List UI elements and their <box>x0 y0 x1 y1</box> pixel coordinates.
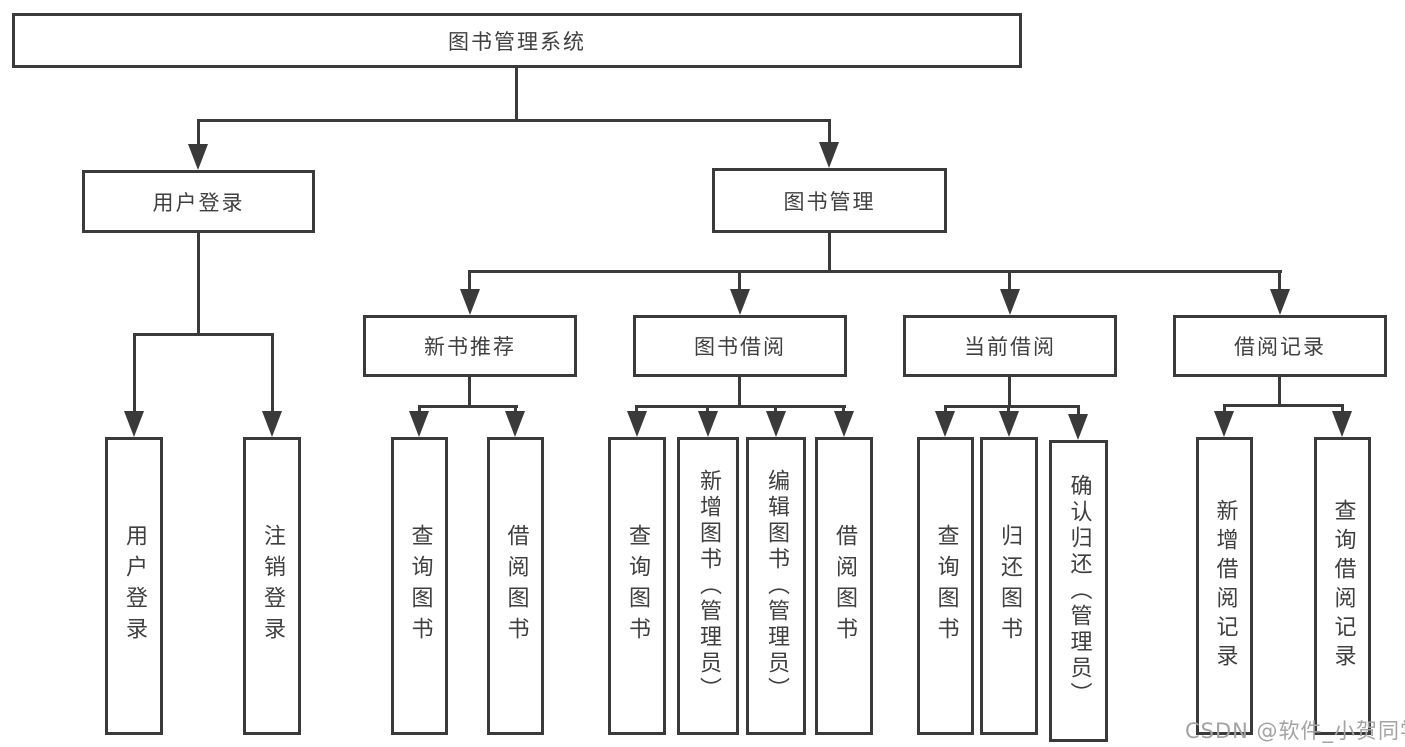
leaf-query-borrow-record: 查询借阅记录 <box>1314 437 1371 735</box>
node-user-login: 用户登录 <box>82 170 315 233</box>
leaf-query-books-newbook: 查询图书 <box>391 437 448 735</box>
node-new-book-recommend: 新书推荐 <box>363 315 577 377</box>
connector-line <box>738 270 741 292</box>
arrow-down-icon <box>262 411 282 437</box>
connector-line <box>774 405 777 415</box>
node-library-management-system: 图书管理系统 <box>12 13 1022 68</box>
connector-line <box>468 270 1282 273</box>
arrow-down-icon <box>505 411 525 437</box>
arrow-down-icon <box>1068 414 1088 440</box>
connector-line <box>1008 377 1011 408</box>
leaf-borrow-books-newbook: 借阅图书 <box>487 437 544 735</box>
connector-line <box>1341 404 1344 415</box>
arrow-down-icon <box>766 411 786 437</box>
connector-line <box>418 405 421 415</box>
connector-line <box>944 405 1080 408</box>
node-borrow-records: 借阅记录 <box>1173 315 1387 377</box>
connector-line <box>1223 404 1344 407</box>
connector-line <box>842 405 845 415</box>
connector-line <box>1007 405 1010 415</box>
connector-line <box>133 333 274 336</box>
connector-line <box>418 405 518 408</box>
connector-line <box>514 405 517 415</box>
arrow-down-icon <box>935 411 955 437</box>
connector-line <box>197 119 200 147</box>
leaf-edit-book-admin: 编辑图书（管理员） <box>746 437 806 735</box>
arrow-down-icon <box>409 411 429 437</box>
leaf-user-login: 用户登录 <box>105 437 163 735</box>
connector-line <box>197 119 831 122</box>
connector-line <box>635 405 638 415</box>
arrow-down-icon <box>999 411 1019 437</box>
leaf-confirm-return-admin: 确认归还（管理员） <box>1049 440 1108 742</box>
connector-line <box>1278 377 1281 407</box>
leaf-return-book: 归还图书 <box>980 437 1038 735</box>
connector-line <box>828 119 831 145</box>
arrow-down-icon <box>188 144 208 170</box>
leaf-add-borrow-record: 新增借阅记录 <box>1196 437 1253 735</box>
connector-line <box>706 405 709 415</box>
connector-line <box>738 377 741 408</box>
arrow-down-icon <box>627 411 647 437</box>
node-book-borrow: 图书借阅 <box>633 315 847 377</box>
connector-line <box>197 233 200 335</box>
arrow-down-icon <box>1214 411 1234 437</box>
leaf-query-books-borrow: 查询图书 <box>608 437 666 735</box>
arrow-down-icon <box>698 411 718 437</box>
arrow-down-icon <box>1000 289 1020 315</box>
connector-line <box>515 68 518 120</box>
node-book-management: 图书管理 <box>712 168 947 233</box>
connector-line <box>468 270 471 292</box>
connector-line <box>828 233 831 273</box>
arrow-down-icon <box>834 411 854 437</box>
csdn-watermark: CSDN @软件_小贺同学 <box>1185 719 1405 743</box>
leaf-logout: 注销登录 <box>243 437 301 735</box>
connector-line <box>1278 270 1281 292</box>
connector-line <box>944 405 947 415</box>
arrow-down-icon <box>819 142 839 168</box>
arrow-down-icon <box>1332 411 1352 437</box>
leaf-query-books-current: 查询图书 <box>917 437 974 735</box>
arrow-down-icon <box>124 411 144 437</box>
leaf-add-book-admin: 新增图书（管理员） <box>677 437 739 735</box>
connector-line <box>1077 405 1080 417</box>
leaf-borrow-books-borrow: 借阅图书 <box>815 437 873 735</box>
node-current-borrow: 当前借阅 <box>903 315 1117 377</box>
connector-line <box>1223 404 1226 415</box>
connector-line <box>1008 270 1011 292</box>
connector-line <box>133 333 136 413</box>
connector-line <box>468 377 471 408</box>
connector-line <box>636 405 846 408</box>
arrow-down-icon <box>460 289 480 315</box>
connector-line <box>271 333 274 413</box>
arrow-down-icon <box>730 289 750 315</box>
arrow-down-icon <box>1270 289 1290 315</box>
